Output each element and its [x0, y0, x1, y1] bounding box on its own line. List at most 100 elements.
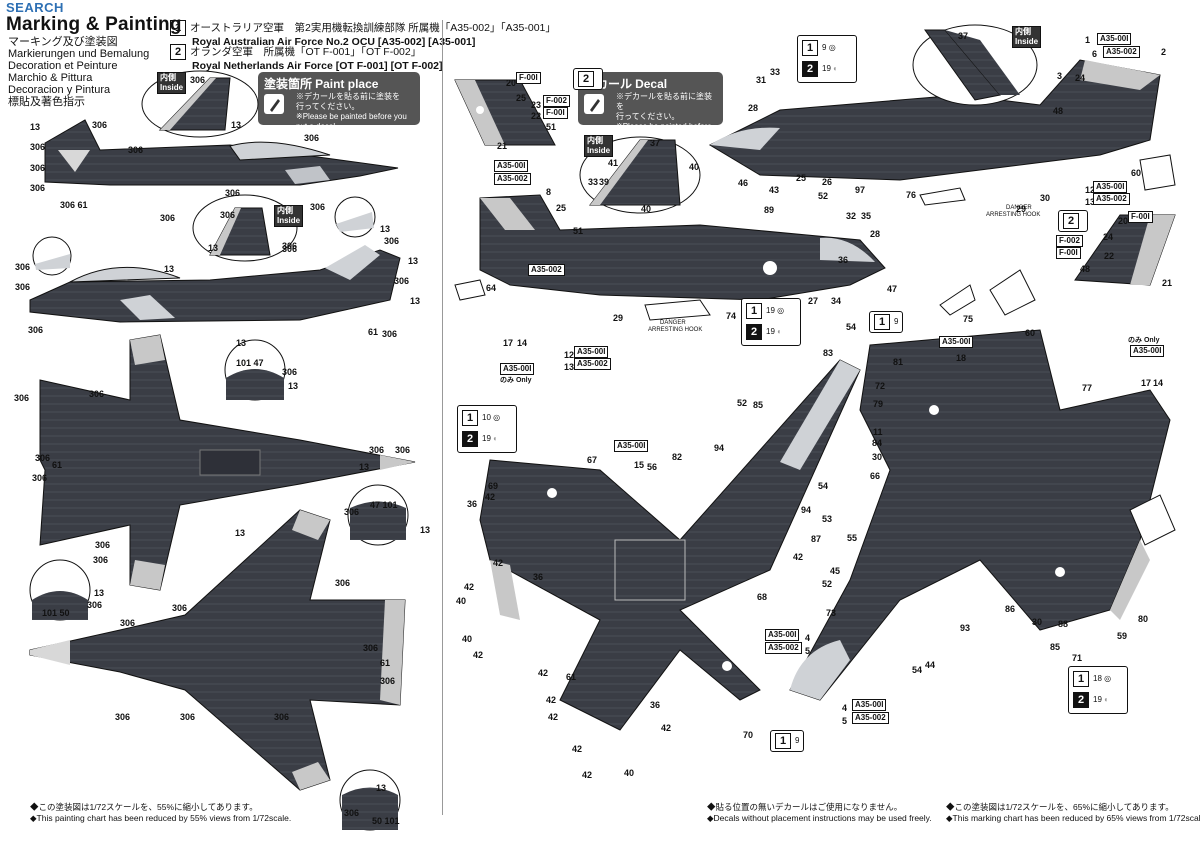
callout-label: 25 [516, 93, 527, 103]
callout-label: 23 [531, 100, 542, 110]
callout-label: 306 [35, 453, 51, 463]
callout-label: 37 [958, 31, 969, 41]
callout-label: 61 [52, 460, 63, 470]
callout-label: 41 [608, 158, 619, 168]
callout-label: 27 [808, 296, 819, 306]
callout-label: 42 [485, 492, 496, 502]
callout-label: 306 [380, 676, 396, 686]
variant-1-en: Royal Australian Air Force No.2 OCU [A35… [192, 36, 476, 48]
callout-label: 22 [1104, 251, 1115, 261]
callout-label: 306 [115, 712, 131, 722]
callout-label: 306 [28, 325, 44, 335]
callout-label: 94 [801, 505, 812, 515]
variant-2-jp: オランダ空軍 所属機「OT F-001」「OT F-002」 [190, 45, 422, 58]
callout-label: 77 [1082, 383, 1093, 393]
lang-es: Decoracion y Pintura [8, 84, 111, 96]
callout-label: F-00I [543, 107, 568, 119]
callout-label: 47 101 [370, 500, 398, 510]
callout-label: 306 61 [60, 200, 88, 210]
callout-label: F-00I [516, 72, 541, 84]
callout-label: 5 [842, 716, 848, 726]
paint-brush-icon [264, 94, 284, 114]
fin-inset-right-2 [912, 24, 1038, 106]
decal-number: 9 [822, 43, 827, 53]
callout-label: 50 101 [372, 816, 400, 826]
callout-label: 306 [310, 202, 326, 212]
decal-en: Decal [635, 77, 668, 91]
callout-label: 68 [757, 592, 768, 602]
callout-label: 20 [506, 78, 517, 88]
callout-label: 64 [486, 283, 497, 293]
callout-label: 13 [1085, 197, 1096, 207]
callout-label: 306 [274, 712, 290, 722]
callout-label: A35-00I [1130, 345, 1165, 357]
callout-label: 33 [770, 67, 781, 77]
decal-note-jp: ※デカールを貼る前に塗装を [616, 92, 712, 111]
roundel-icon: ◎ [493, 413, 501, 423]
stencil-hook-1: ARRESTING HOOK [648, 327, 703, 333]
fin-inset-left-2 [192, 194, 298, 262]
callout-label: 306 [32, 473, 48, 483]
lang-de: Markierungen und Bemalung [8, 48, 150, 60]
variant-1-jp: オーストラリア空軍 第2実用機転換訓練部隊 所属機「A35-002」「A35-0… [190, 21, 556, 34]
footer-left-en: ◆This painting chart has been reduced by… [30, 813, 292, 823]
callout-label: 13 [208, 243, 219, 253]
callout-label: A35-00I [765, 629, 800, 641]
callout-label: 306 [395, 445, 411, 455]
callout-label: 13 [420, 525, 431, 535]
paint-place-note-en: ※Please be painted before you put a deca… [296, 112, 407, 131]
callout-label: 13 [410, 296, 421, 306]
page-fold-divider [442, 20, 443, 815]
callout-label: 13 [408, 256, 419, 266]
callout-label: 72 [875, 381, 886, 391]
callout-label: 29 [1016, 204, 1027, 214]
callout-label: 89 [764, 205, 775, 215]
paint-place-legend: 塗装箇所 Paint place ※デカールを貼る前に塗装を行ってください。※P… [258, 72, 420, 131]
callout-label: 306 [93, 555, 109, 565]
callout-label: 42 [582, 770, 593, 780]
callout-label: 1 [1085, 35, 1091, 45]
callout-label: 14 [1153, 378, 1164, 388]
callout-label: 69 [488, 481, 499, 491]
callout-label: 36 [838, 255, 849, 265]
roundel-icon: ◎ [1104, 674, 1112, 684]
callout-label: A35-002 [1103, 46, 1140, 58]
stencil-hook-2: ARRESTING HOOK [986, 212, 1041, 218]
variant-2-en: Royal Netherlands Air Force [OT F-001] [… [192, 60, 443, 72]
decal-number: 10 [482, 413, 491, 423]
footer-right-jp: ◆この塗装図は1/72スケールを、65%に縮小してあります。 [946, 802, 1174, 812]
callout-label: 81 [893, 357, 904, 367]
callout-label: 33 [588, 177, 599, 187]
callout-label: 42 [538, 668, 549, 678]
callout-label: 306 [172, 603, 188, 613]
callout-label: 61 [368, 327, 379, 337]
canopy-inset-left [29, 339, 409, 831]
callout-label: 42 [464, 582, 475, 592]
side-view-left-1 [44, 119, 399, 186]
callout-label: 52 [822, 579, 833, 589]
decal-number: 9 [795, 736, 800, 746]
callout-label: 85 [753, 400, 764, 410]
watermark-text: SEARCH [6, 0, 64, 15]
callout-label: 306 [304, 133, 320, 143]
callout-label: 53 [822, 514, 833, 524]
footer-mid-jp: ◆貼る位置の無いデカールはご使用になりません。 [707, 802, 903, 812]
callout-label: 13 [380, 224, 391, 234]
paint-place-note-jp: ※デカールを貼る前に塗装を [296, 92, 400, 101]
callout-label: 43 [769, 185, 780, 195]
callout-label: 61 [566, 672, 577, 682]
callout-label: 73 [826, 608, 837, 618]
roundel-icon: ◐ [1104, 695, 1109, 705]
callout-label: 2 [1161, 47, 1167, 57]
option-number: 1 [462, 410, 478, 426]
callout-label: 306 [120, 618, 136, 628]
callout-label: F-002 [1056, 235, 1083, 247]
callout-label: 40 [456, 596, 467, 606]
callout-label: 101 50 [42, 608, 70, 618]
lang-it: Marchio & Pittura [8, 72, 93, 84]
